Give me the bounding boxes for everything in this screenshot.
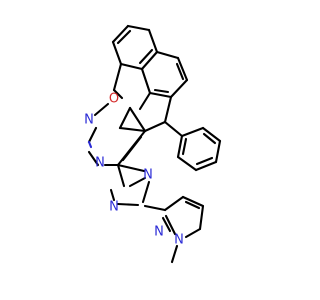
bond (128, 106, 147, 133)
bond (148, 91, 173, 99)
bond (118, 126, 147, 133)
bond-lines (87, 24, 222, 264)
atom-nitrogen: N (109, 200, 119, 215)
bond (163, 195, 185, 212)
bond (128, 176, 147, 188)
bond (140, 50, 159, 71)
bond (184, 200, 201, 210)
bond (141, 180, 151, 204)
bond (116, 163, 146, 173)
atom-nitrogen: N (95, 156, 105, 171)
bond (138, 91, 152, 111)
bond (176, 134, 184, 159)
bond (202, 132, 217, 145)
bond (116, 202, 140, 207)
bond (140, 67, 152, 95)
bond (181, 195, 205, 208)
bond (109, 188, 116, 202)
bond (112, 88, 124, 100)
bond (194, 160, 218, 172)
bond (116, 163, 126, 188)
bond (161, 216, 172, 233)
bond (176, 155, 198, 172)
bond (138, 48, 154, 65)
bond (153, 88, 170, 94)
bond (147, 28, 159, 54)
bond (87, 140, 93, 149)
bond (155, 50, 180, 60)
bond (93, 102, 110, 117)
atom-nitrogen: N (143, 168, 153, 183)
bond (180, 126, 205, 138)
bond (163, 120, 184, 138)
bond (201, 126, 222, 143)
atom-labels: O N N N N N N (84, 92, 184, 248)
bond (118, 106, 132, 130)
atom-nitrogen: N (174, 233, 184, 248)
molecule-structure: O N N N N N N (84, 24, 222, 264)
bond (184, 227, 202, 239)
bond (87, 150, 100, 167)
bond (143, 204, 167, 212)
bond (195, 156, 214, 166)
bond (116, 29, 132, 45)
bond (164, 214, 177, 236)
bond (176, 56, 189, 82)
bond (119, 62, 144, 71)
bond (143, 120, 167, 133)
bond (214, 139, 222, 164)
bond (111, 24, 130, 44)
atom-oxygen: O (109, 92, 119, 107)
bond (198, 204, 205, 231)
bond (163, 95, 173, 124)
bond (112, 62, 123, 92)
bond (111, 40, 123, 66)
bond (126, 24, 151, 32)
atom-nitrogen: N (84, 113, 94, 128)
bond (121, 135, 143, 162)
bond (169, 78, 189, 99)
bond (87, 126, 98, 144)
bond (175, 62, 185, 81)
atom-nitrogen: N (154, 225, 164, 240)
bond (181, 137, 188, 156)
bond (170, 244, 179, 264)
